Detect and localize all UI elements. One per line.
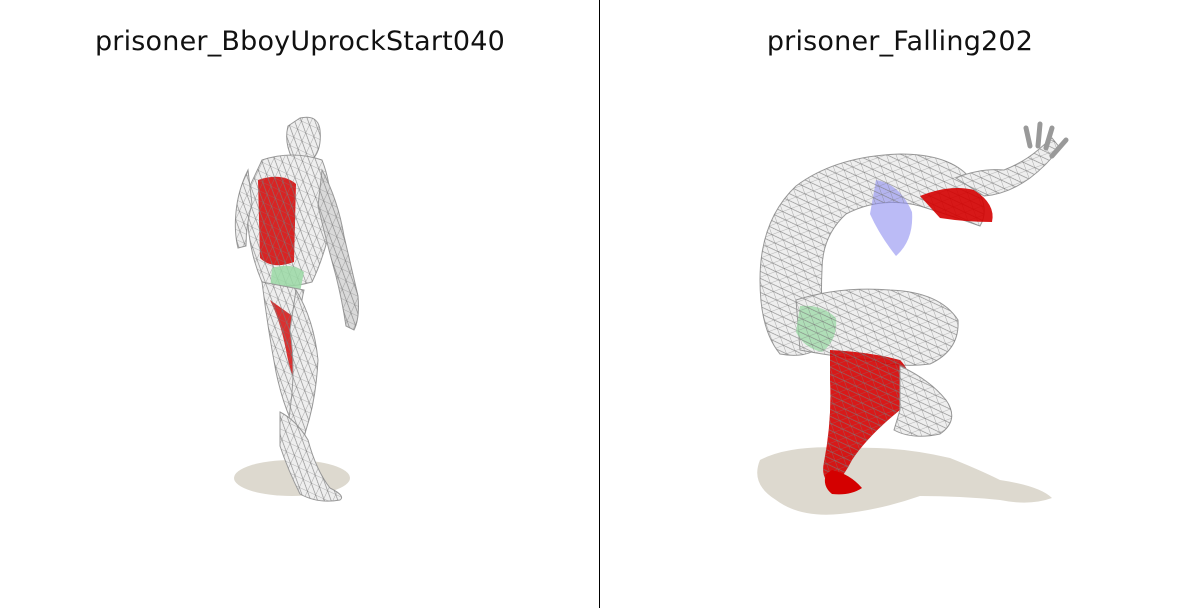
body-mesh-right bbox=[759, 121, 1069, 495]
panel-title-left: prisoner_BboyUprockStart040 bbox=[94, 26, 506, 57]
panel-title-right: prisoner_Falling202 bbox=[766, 26, 1034, 57]
body-mesh-left bbox=[234, 116, 359, 502]
panel-left: prisoner_BboyUprockStart040 bbox=[0, 26, 600, 608]
ground-shadow bbox=[757, 447, 1052, 515]
panel-right: prisoner_Falling202 bbox=[600, 0, 1200, 608]
render-viewport-right bbox=[600, 90, 1200, 608]
render-viewport-left bbox=[0, 90, 600, 608]
mesh-render-right bbox=[757, 121, 1069, 515]
mesh-render-left bbox=[234, 116, 359, 502]
